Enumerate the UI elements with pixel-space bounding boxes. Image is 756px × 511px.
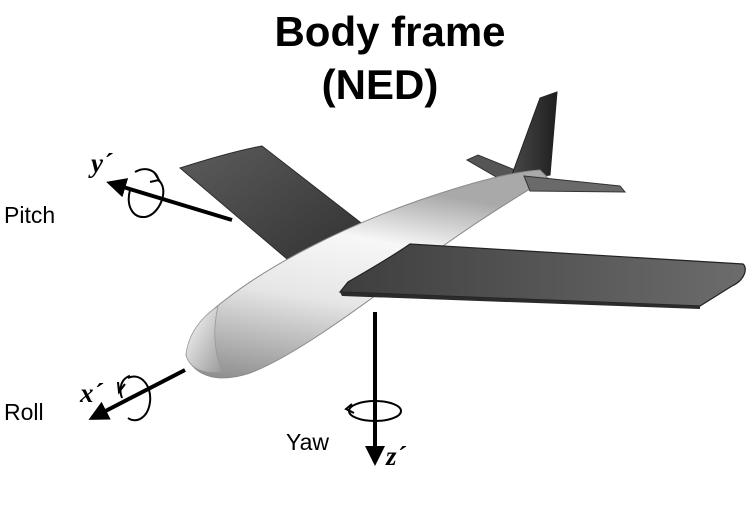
left-wing	[178, 145, 366, 271]
nose-cone	[185, 305, 223, 373]
roll-rotation-icon	[117, 375, 152, 422]
right-stabilizer	[523, 175, 627, 193]
y-axis-label: y´	[91, 148, 112, 178]
yaw-rotation-icon	[344, 400, 402, 422]
vertical-fin	[509, 91, 558, 181]
yaw-label: Yaw	[286, 429, 330, 455]
pitch-label: Pitch	[4, 202, 56, 228]
x-axis-arrow	[88, 368, 186, 420]
right-wing	[338, 243, 746, 307]
pitch-rotation-icon	[127, 168, 165, 219]
right-wing-edge	[340, 292, 700, 309]
z-axis-label: z´	[386, 441, 406, 471]
x-axis-label: x´	[80, 378, 103, 408]
diagram-subtitle: (NED)	[321, 61, 439, 108]
y-axis-arrow	[106, 178, 233, 222]
diagram-title: Body frame	[274, 8, 506, 55]
roll-label: Roll	[4, 399, 44, 425]
